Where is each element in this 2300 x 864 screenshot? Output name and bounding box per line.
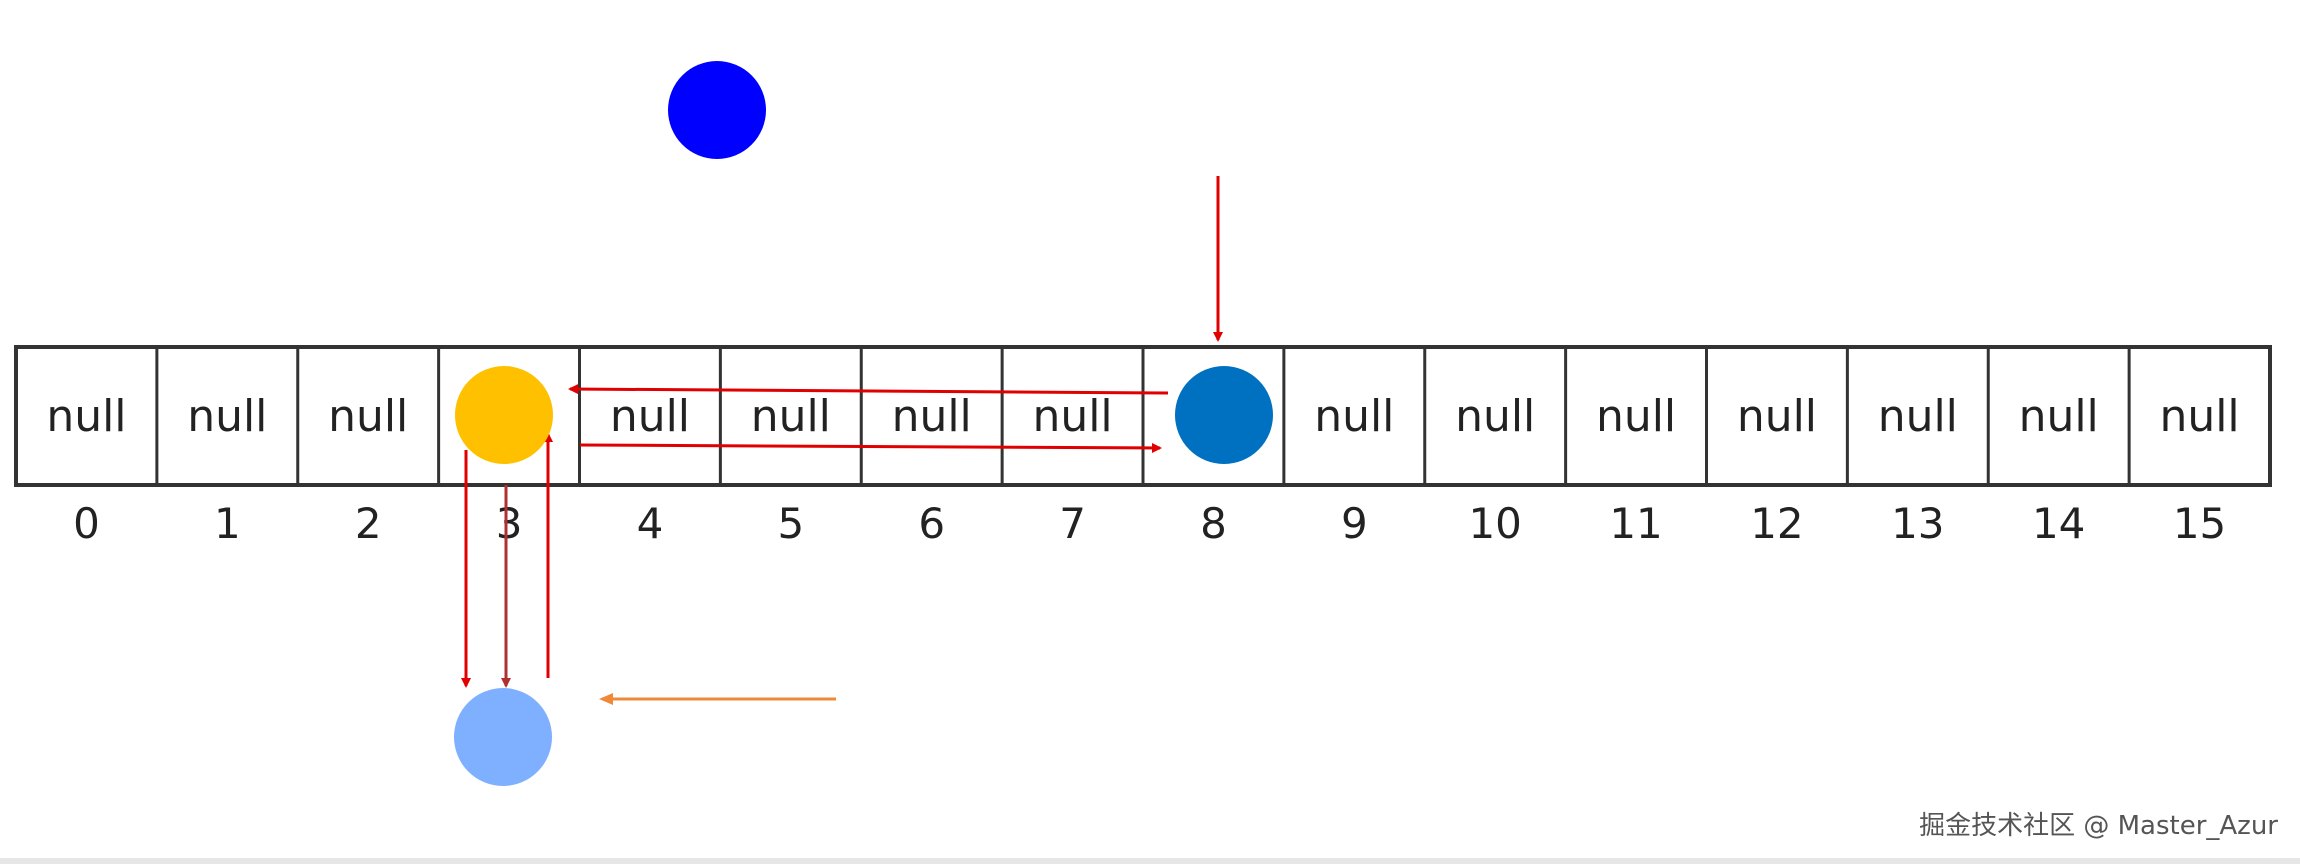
index-label-3: 3 (496, 499, 523, 548)
cell-1-value: null (187, 391, 267, 442)
arrow-from-8-to-3 (568, 384, 1169, 395)
cell-12-value: null (1737, 391, 1817, 442)
cell-15-value: null (2159, 391, 2239, 442)
index-label-0: 0 (73, 499, 100, 548)
index-label-5: 5 (777, 499, 804, 548)
index-label-1: 1 (214, 499, 241, 548)
cell-6-value: null (892, 391, 972, 442)
node-dark-blue-index-8 (1175, 366, 1273, 464)
cell-11-value: null (1596, 391, 1676, 442)
cell-9-value: null (1314, 391, 1394, 442)
cell-dividers (155, 347, 2131, 485)
index-label-2: 2 (355, 499, 382, 548)
index-label-8: 8 (1200, 499, 1227, 548)
index-label-6: 6 (918, 499, 945, 548)
cell-4-value: null (610, 391, 690, 442)
index-label-4: 4 (637, 499, 664, 548)
cell-7-value: null (1032, 391, 1112, 442)
cell-5-value: null (751, 391, 831, 442)
index-label-10: 10 (1468, 499, 1521, 548)
index-label-11: 11 (1609, 499, 1662, 548)
array-frame (14, 345, 2272, 487)
cell-0-value: null (46, 391, 126, 442)
index-label-9: 9 (1341, 499, 1368, 548)
cell-14-value: null (2019, 391, 2099, 442)
cell-2-value: null (328, 391, 408, 442)
index-label-14: 14 (2032, 499, 2085, 548)
bottom-divider (0, 858, 2300, 864)
arrow-from-3-to-8 (579, 442, 1162, 453)
node-yellow-index-3 (455, 366, 553, 464)
arrows (461, 176, 1223, 705)
index-label-12: 12 (1750, 499, 1803, 548)
array-cells: null null null null null null null null null null… (46, 391, 2239, 442)
index-label-7: 7 (1059, 499, 1086, 548)
node-light-blue-below-3 (454, 688, 552, 786)
watermark-text: 掘金技术社区 @ Master_Azur (1919, 811, 2278, 841)
nodes (454, 61, 1273, 786)
index-label-13: 13 (1891, 499, 1944, 548)
cell-10-value: null (1455, 391, 1535, 442)
index-label-15: 15 (2173, 499, 2226, 548)
node-blue-floating (668, 61, 766, 159)
cell-13-value: null (1878, 391, 1958, 442)
